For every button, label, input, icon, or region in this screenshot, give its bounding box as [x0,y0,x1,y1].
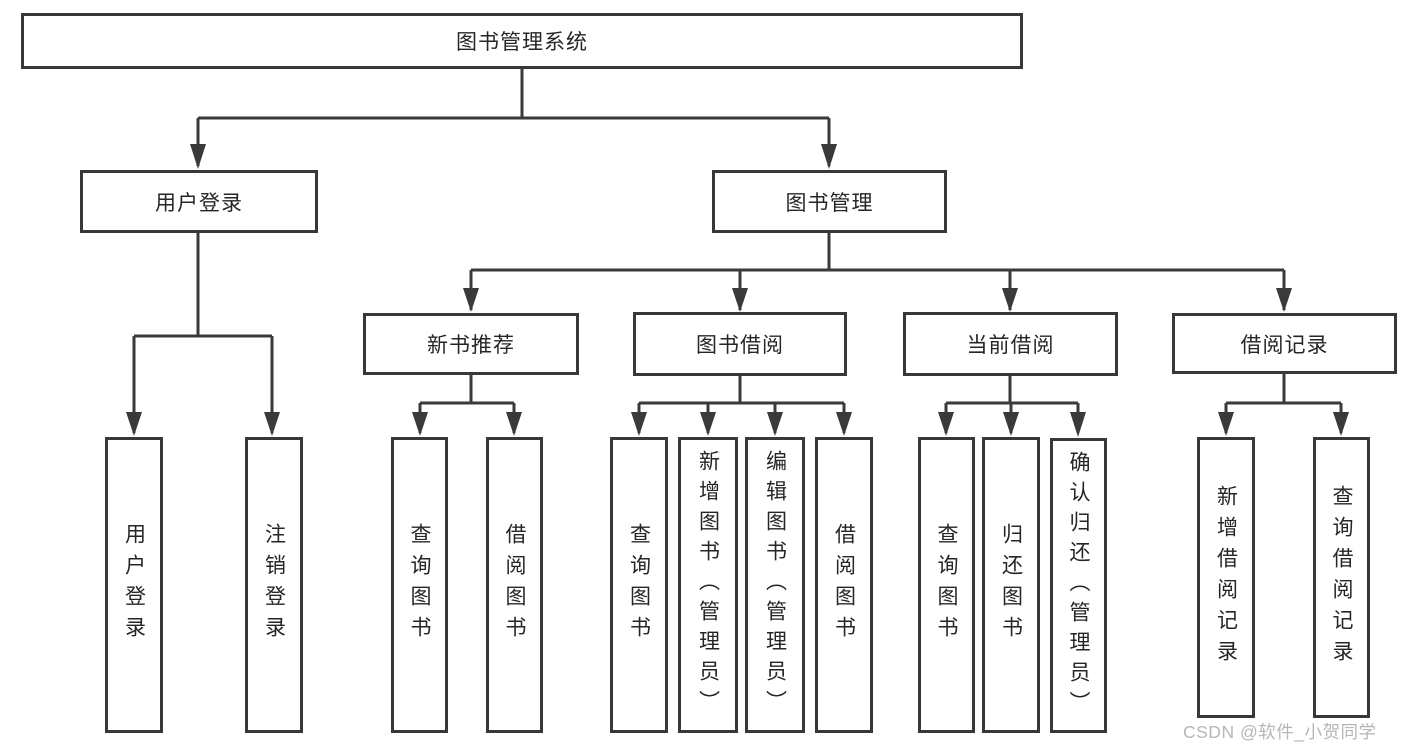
leaf-borrow-books: 借阅图书 [815,437,873,733]
node-label: 当前借阅 [966,334,1055,357]
leaf-query-books: 查询图书 [918,437,975,733]
leaf-label: 查询图书 [935,523,958,647]
node-label: 用户登录 [155,191,243,215]
connector-borrow-to-leaves [637,376,846,433]
node-book-management: 图书管理 [712,170,947,233]
leaf-add-books-admin: 新增图书（管理员） [678,437,738,733]
node-label: 借阅记录 [1240,333,1329,357]
node-label: 图书借阅 [696,334,784,357]
leaf-label: 借阅图书 [503,523,526,647]
csdn-watermark: CSDN @软件_小贺同学 [1183,722,1377,742]
leaf-query-books: 查询图书 [610,437,668,733]
leaf-logout: 注销登录 [245,437,303,733]
node-label: 新书推荐 [427,334,515,357]
leaf-add-borrow-record: 新增借阅记录 [1197,437,1255,718]
leaf-query-books: 查询图书 [391,437,448,733]
leaf-label: 归还图书 [999,523,1023,647]
leaf-user-login: 用户登录 [105,437,163,733]
leaf-label: 新增借阅记录 [1214,484,1238,671]
leaf-label: 新增图书（管理员） [696,450,720,720]
leaf-label: 编辑图书（管理员） [763,450,787,720]
arrowheads [126,144,1349,437]
connector-login-to-leaves [132,233,274,433]
node-user-login: 用户登录 [80,170,318,233]
leaf-label: 确认归还（管理员） [1067,450,1090,721]
leaf-label: 查询图书 [627,523,651,647]
node-library-management-system: 图书管理系统 [21,13,1023,69]
leaf-label: 借阅图书 [832,523,856,647]
leaf-query-borrow-records: 查询借阅记录 [1313,437,1370,718]
node-label: 图书管理系统 [456,31,588,54]
node-current-borrowing: 当前借阅 [903,312,1118,376]
leaf-borrow-books: 借阅图书 [486,437,543,733]
leaf-label: 用户登录 [122,523,146,647]
node-new-book-recommend: 新书推荐 [363,313,579,375]
connector-mgmt-to-level3 [469,233,1286,310]
connector-newrec-to-leaves [418,375,516,433]
leaf-label: 查询图书 [408,523,431,647]
connector-root-to-level2 [196,66,831,166]
node-book-borrowing: 图书借阅 [633,312,847,376]
leaf-edit-books-admin: 编辑图书（管理员） [745,437,805,733]
connector-records-to-leaves [1224,374,1343,433]
leaf-confirm-return-admin: 确认归还（管理员） [1050,438,1107,733]
leaf-label: 查询借阅记录 [1330,484,1353,671]
node-label: 图书管理 [785,191,874,215]
leaf-label: 注销登录 [262,523,286,647]
leaf-return-books: 归还图书 [982,437,1040,733]
node-borrowing-records: 借阅记录 [1172,313,1397,374]
